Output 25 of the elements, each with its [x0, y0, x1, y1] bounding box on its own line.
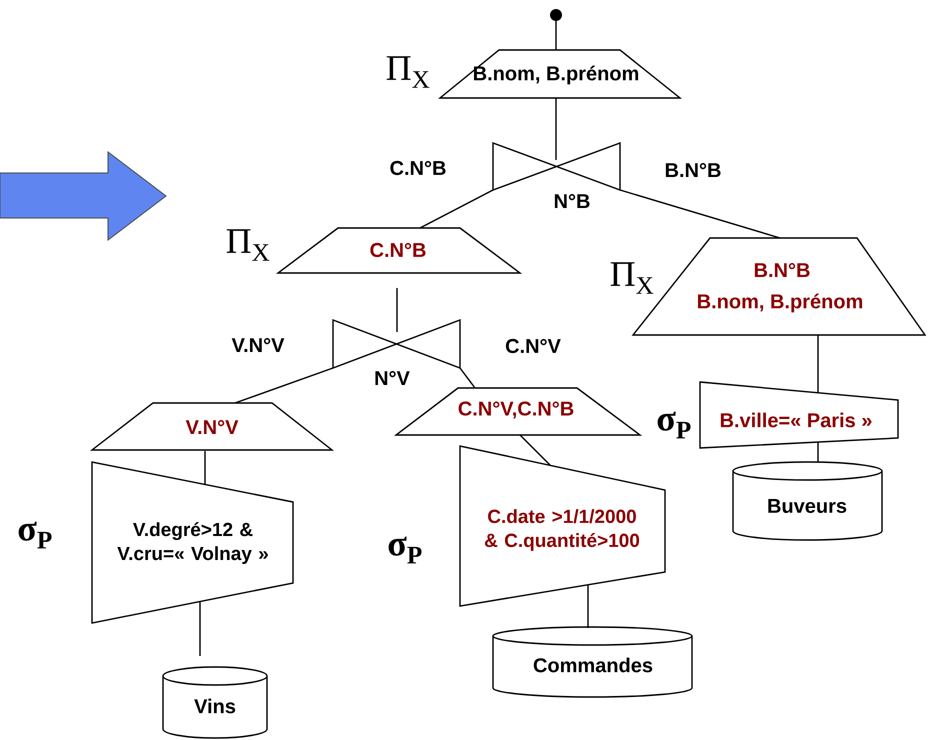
- connector-line: [520, 434, 550, 466]
- connector-line: [234, 367, 334, 404]
- connector-line: [420, 189, 494, 229]
- join-attribute: V.N°V: [232, 338, 284, 352]
- join-attribute: C.N°V: [506, 338, 561, 354]
- operator-symbol: σ$_{P}$: [388, 536, 422, 564]
- connector-line: [587, 585, 589, 628]
- operator-symbol: Π$_{X}$: [610, 262, 654, 294]
- table-cylinder: Vins: [162, 666, 268, 739]
- operator-symbol: Π$_{X}$: [226, 229, 270, 261]
- table-cylinder: Buveurs: [732, 461, 883, 541]
- connector-line: [199, 601, 201, 656]
- join-attribute: B.N°B: [666, 163, 721, 177]
- connector-line: [204, 451, 206, 484]
- connector-line: [555, 21, 557, 50]
- join-attribute: C.N°B: [390, 160, 446, 176]
- operator-symbol: σ$_{P}$: [18, 522, 52, 548]
- connector-line: [817, 442, 819, 462]
- connector-line: [459, 368, 476, 388]
- operator-symbol: Π$_{X}$: [386, 56, 430, 88]
- connector-line: [817, 335, 819, 393]
- root-dot: [550, 9, 562, 21]
- connector-line: [620, 189, 780, 239]
- table-cylinder: Commandes: [492, 626, 693, 698]
- operator-symbol: σ$_{P}$: [658, 412, 691, 438]
